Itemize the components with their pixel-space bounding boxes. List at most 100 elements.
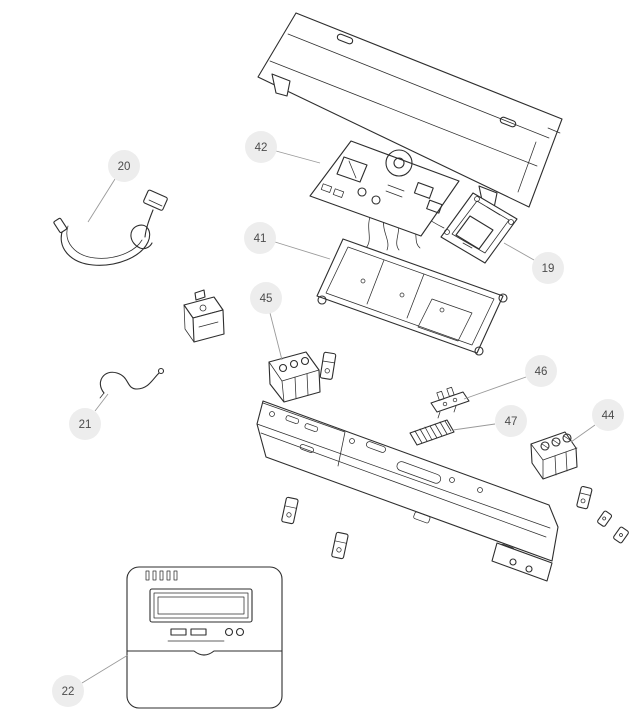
vent-slot bbox=[145, 570, 150, 581]
leader-line bbox=[274, 241, 331, 260]
chassis-slot bbox=[304, 423, 319, 433]
cover-tab bbox=[271, 73, 291, 97]
connector-part-46 bbox=[430, 386, 470, 419]
callout-label: 44 bbox=[602, 410, 615, 422]
cover-slot bbox=[336, 33, 354, 45]
callout-circle bbox=[495, 405, 527, 437]
chassis-long-slot bbox=[396, 461, 442, 484]
cable-clip bbox=[597, 510, 613, 527]
callout-20: 20 bbox=[87, 150, 140, 223]
callout-circle bbox=[592, 399, 624, 431]
leader-line bbox=[81, 654, 129, 684]
vent-slot bbox=[166, 570, 171, 581]
terminal-block-45 bbox=[268, 351, 321, 403]
callout-label: 21 bbox=[79, 419, 92, 431]
relay bbox=[413, 182, 434, 199]
cable-clip bbox=[331, 531, 349, 560]
connector bbox=[320, 183, 333, 193]
terminal-screw bbox=[551, 437, 561, 447]
callout-label: 19 bbox=[542, 263, 555, 275]
lcd-chip bbox=[455, 215, 494, 250]
terminal-block-44 bbox=[530, 431, 578, 480]
chassis-tab bbox=[413, 511, 431, 524]
relay bbox=[426, 199, 443, 214]
callout-circle bbox=[69, 408, 101, 440]
callout-44: 44 bbox=[570, 399, 624, 443]
leader-line bbox=[463, 376, 527, 400]
callout-circle bbox=[250, 282, 282, 314]
remote-button bbox=[235, 627, 245, 637]
callout-22: 22 bbox=[52, 654, 129, 707]
coil-part-47 bbox=[409, 419, 455, 446]
terminal-screw bbox=[540, 441, 550, 451]
screw-boss bbox=[474, 346, 484, 356]
transformer bbox=[336, 156, 368, 183]
cover-seam bbox=[126, 650, 283, 656]
callout-label: 45 bbox=[260, 293, 273, 305]
remote-button bbox=[170, 628, 187, 636]
callout-label: 42 bbox=[255, 142, 268, 154]
electrical-box-tray bbox=[316, 238, 508, 356]
callout-circle bbox=[108, 150, 140, 182]
harness-connector bbox=[143, 189, 168, 211]
terminal-screw bbox=[289, 359, 299, 369]
vent-slot bbox=[173, 570, 178, 581]
screw-boss bbox=[498, 293, 508, 303]
callout-label: 20 bbox=[118, 161, 131, 173]
callout-41: 41 bbox=[244, 222, 331, 260]
callout-42: 42 bbox=[245, 131, 321, 164]
toroid-coil bbox=[385, 149, 413, 177]
sensor-wire-21 bbox=[99, 367, 165, 399]
callout-label: 41 bbox=[254, 233, 267, 245]
leader-line bbox=[269, 312, 283, 361]
callout-circle bbox=[532, 252, 564, 284]
cable-clip bbox=[576, 485, 593, 510]
chassis-slot bbox=[299, 444, 314, 453]
wire-ferrule bbox=[53, 217, 68, 234]
leader-line bbox=[94, 393, 109, 412]
leader-line bbox=[570, 424, 596, 443]
main-control-pcb bbox=[309, 140, 460, 251]
chassis-slot bbox=[285, 415, 300, 425]
callout-label: 47 bbox=[505, 416, 518, 428]
display-screen bbox=[149, 588, 253, 623]
capacitor bbox=[357, 187, 367, 197]
terminal-screw bbox=[300, 356, 310, 366]
callout-label: 46 bbox=[535, 366, 548, 378]
wire-harness-20 bbox=[53, 189, 168, 266]
callout-circle bbox=[244, 222, 276, 254]
cover-slot bbox=[499, 116, 517, 128]
chassis-base bbox=[256, 400, 559, 582]
wired-remote-controller bbox=[126, 566, 283, 709]
cable-clip bbox=[319, 351, 337, 380]
terminal-screw bbox=[278, 363, 288, 373]
chassis-slot bbox=[366, 441, 386, 453]
capacitor bbox=[371, 195, 381, 205]
callout-21: 21 bbox=[69, 393, 109, 440]
callout-19: 19 bbox=[503, 242, 564, 284]
terminal-screw bbox=[562, 433, 572, 443]
leader-line bbox=[503, 242, 535, 261]
callout-46: 46 bbox=[463, 355, 557, 400]
callout-47: 47 bbox=[452, 405, 527, 437]
callout-circle bbox=[525, 355, 557, 387]
vent-slot bbox=[159, 570, 164, 581]
callout-label: 22 bbox=[62, 686, 75, 698]
display-pcb bbox=[440, 192, 518, 264]
leader-line bbox=[452, 423, 496, 431]
mounting-plate bbox=[491, 542, 553, 582]
leader-line bbox=[87, 178, 116, 223]
remote-button bbox=[190, 628, 207, 636]
vent-slot bbox=[152, 570, 157, 581]
mounting-bracket bbox=[183, 289, 225, 343]
callout-45: 45 bbox=[250, 282, 283, 361]
callout-circle bbox=[52, 675, 84, 707]
connector bbox=[332, 188, 345, 198]
callout-circle bbox=[245, 131, 277, 163]
leader-line bbox=[275, 150, 321, 164]
cable-clip bbox=[281, 496, 299, 525]
cable-clip bbox=[613, 526, 629, 544]
screw-boss bbox=[317, 295, 327, 305]
